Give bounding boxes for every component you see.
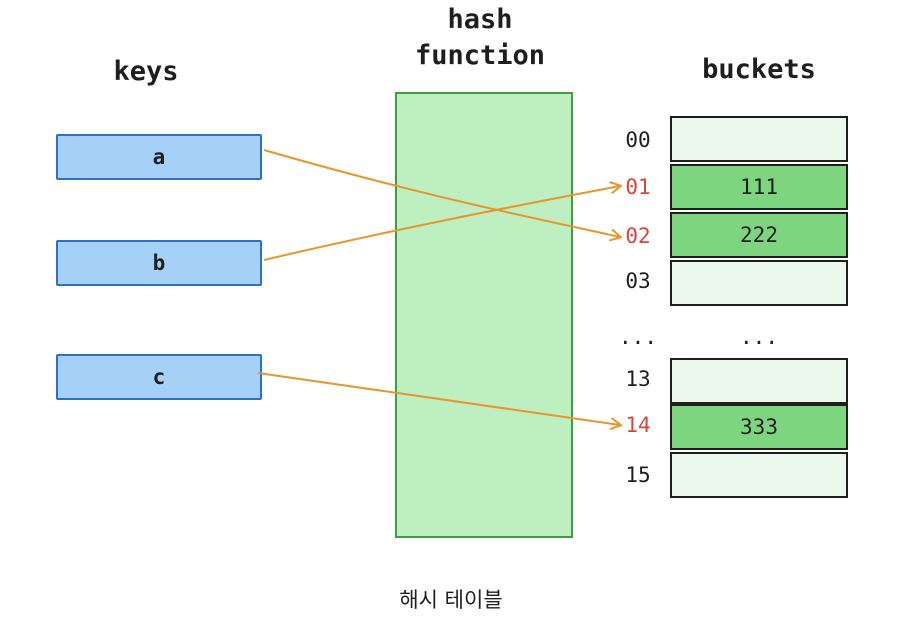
key-box-c: c	[56, 354, 262, 400]
key-label-a: a	[152, 145, 166, 169]
bucket-index-13: 13	[625, 367, 651, 391]
arrow-b-to-01	[263, 186, 620, 261]
bucket-value-02: 222	[740, 223, 778, 247]
bucket-ellipsis: ...	[740, 325, 778, 349]
bucket-index-15: 15	[625, 463, 651, 487]
hash-function-box	[395, 92, 573, 538]
bucket-14: 333	[670, 404, 848, 450]
bucket-01: 111	[670, 164, 848, 210]
key-box-b: b	[56, 240, 262, 286]
bucket-index-00: 00	[625, 128, 651, 152]
bucket-15	[670, 452, 848, 498]
key-box-a: a	[56, 134, 262, 180]
key-label-c: c	[152, 365, 166, 389]
bucket-00	[670, 116, 848, 162]
bucket-index-03: 03	[625, 269, 651, 293]
bucket-index-14: 14	[625, 413, 651, 437]
bucket-value-14: 333	[740, 415, 778, 439]
arrow-a-to-02	[263, 149, 620, 237]
arrow-c-to-14	[257, 372, 620, 425]
bucket-index-01: 01	[625, 175, 651, 199]
bucket-value-01: 111	[740, 175, 778, 199]
hash-function-heading: hash function	[414, 4, 546, 71]
bucket-index-02: 02	[625, 224, 651, 248]
diagram-caption: 해시 테이블	[399, 588, 503, 612]
bucket-13	[670, 358, 848, 404]
bucket-02: 222	[670, 212, 848, 258]
buckets-heading: buckets	[702, 54, 816, 85]
key-label-b: b	[152, 251, 166, 275]
keys-heading: keys	[113, 56, 179, 87]
bucket-03	[670, 260, 848, 306]
bucket-index-ellipsis: ...	[619, 325, 657, 349]
